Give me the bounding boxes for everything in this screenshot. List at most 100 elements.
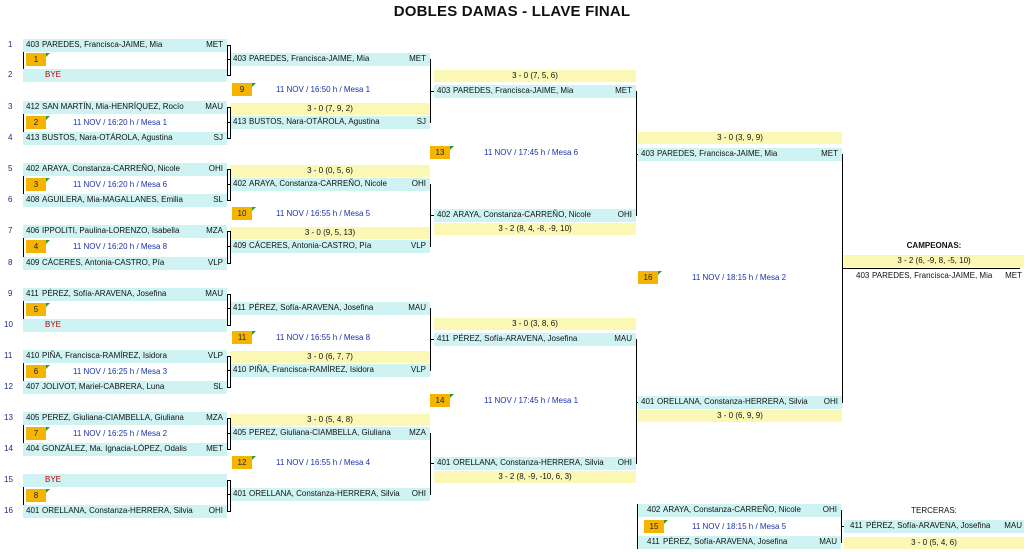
bracket-line	[227, 263, 231, 264]
bracket-line	[430, 433, 431, 495]
club-code: MET	[206, 444, 223, 453]
player-name: BUSTOS, Nara-OTÁROLA, Agustina	[42, 133, 173, 142]
seed-number: 405	[233, 428, 247, 437]
seed-number: 403	[233, 54, 247, 63]
player-name: CÁCERES, Antonia-CASTRO, Pía	[42, 258, 165, 267]
round1-player-10: BYE	[23, 319, 227, 332]
page-title: DOBLES DAMAS - LLAVE FINAL	[393, 3, 631, 20]
bracket-line	[227, 449, 231, 450]
position-number: 5	[8, 164, 13, 173]
seed-number: 410	[26, 351, 40, 360]
seed-number: 402	[437, 210, 451, 219]
bracket-line	[227, 59, 230, 60]
bye-label: BYE	[45, 70, 62, 79]
match-schedule: 11 NOV / 17:45 h / Mesa 1	[484, 396, 579, 405]
bracket-line	[230, 45, 231, 76]
player-name: PEREZ, Giuliana-CIAMBELLA, Giuliana	[42, 413, 184, 422]
seed-number: 411	[437, 334, 450, 343]
club-code: OHI	[822, 505, 837, 514]
r1-match-number: 4	[26, 240, 50, 253]
bracket-line	[230, 294, 231, 326]
player-name: PIÑA, Francisca-RAMÍREZ, Isidora	[42, 351, 167, 360]
seed-number: 411	[233, 303, 246, 312]
club-code: SL	[213, 382, 223, 391]
third-match-number: 15	[644, 520, 668, 533]
club-code: MET	[206, 40, 223, 49]
match-schedule: 11 NOV / 16:25 h / Mesa 2	[73, 429, 168, 438]
bracket-line	[636, 339, 637, 464]
seed-number: 403	[856, 271, 870, 280]
club-code: MZA	[409, 428, 426, 437]
bracket-line	[227, 107, 231, 108]
bracket-line	[430, 339, 434, 340]
bracket-line	[227, 138, 231, 139]
bracket-line	[227, 387, 231, 388]
bracket-line	[227, 356, 228, 387]
match-score: 3 - 2 (8, 4, -8, -9, 10)	[434, 223, 636, 235]
bracket-line	[230, 356, 231, 388]
bracket-line	[230, 169, 231, 201]
round1-player-15: BYE	[23, 474, 227, 487]
player-name: PÉREZ, Sofía-ARAVENA, Josefina	[42, 289, 167, 298]
seed-number: 401	[641, 397, 655, 406]
bracket-line	[23, 238, 24, 257]
player-name: IPPOLITI, Paulina-LORENZO, Isabella	[42, 226, 180, 235]
club-code: MZA	[206, 413, 223, 422]
match-score: 3 - 2 (8, -9, -10, 6, 3)	[434, 471, 636, 483]
club-code: SJ	[213, 133, 223, 142]
bracket-line	[23, 176, 24, 194]
bye-label: BYE	[45, 475, 62, 484]
match-schedule: 11 NOV / 16:20 h / Mesa 1	[73, 118, 168, 127]
club-code: MET	[821, 149, 838, 158]
match-schedule: 11 NOV / 17:45 h / Mesa 6	[484, 148, 579, 157]
seed-number: 413	[233, 117, 247, 126]
seed-number: 401	[233, 489, 247, 498]
bracket-line	[227, 418, 231, 419]
player-name: ORELLANA, Constanza-HERRERA, Silvia	[453, 458, 604, 467]
club-code: OHI	[411, 179, 426, 188]
bracket-line	[227, 246, 230, 247]
match-score: 3 - 0 (9, 5, 13)	[230, 227, 430, 239]
player-name: PEREZ, Giuliana-CIAMBELLA, Giuliana	[249, 428, 391, 437]
bracket-line	[841, 526, 844, 527]
match-score: 3 - 0 (0, 5, 6)	[230, 165, 430, 177]
club-code: MAU	[614, 334, 632, 343]
seed-number: 411	[26, 289, 39, 298]
bracket-line	[227, 480, 228, 511]
player-name: PAREDES, Francisca-JAIME, Mia	[872, 271, 993, 280]
bracket-line	[23, 487, 24, 505]
bracket-line	[227, 184, 230, 185]
seed-number: 402	[26, 164, 40, 173]
player-name: ORELLANA, Constanza-HERRERA, Silvia	[42, 506, 193, 515]
player-name: ORELLANA, Constanza-HERRERA, Silvia	[249, 489, 400, 498]
final-match-number: 16	[638, 271, 662, 284]
r3-match-number: 14	[430, 394, 454, 407]
player-name: JOLIVOT, Mariel-CABRERA, Luna	[42, 382, 165, 391]
match-score: 3 - 0 (5, 4, 8)	[230, 414, 430, 426]
match-score: 3 - 0 (6, 9, 9)	[638, 410, 842, 422]
match-schedule: 11 NOV / 16:55 h / Mesa 8	[276, 333, 371, 342]
r2-match-number: 12	[232, 456, 256, 469]
